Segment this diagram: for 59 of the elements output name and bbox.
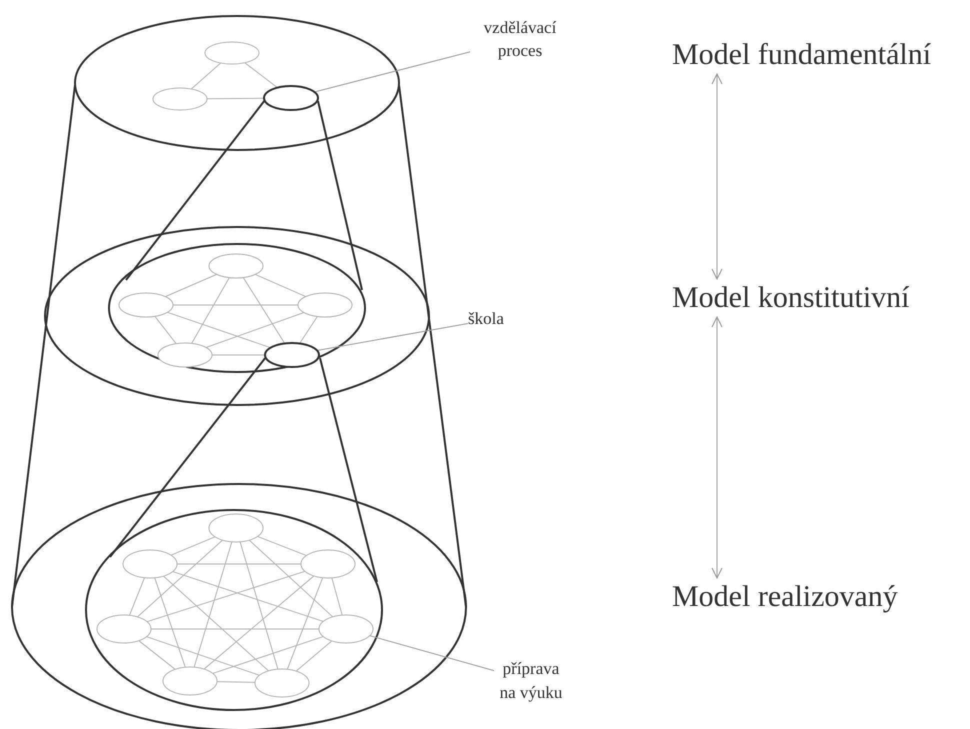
leader-line — [314, 51, 470, 92]
graph-node-ellipse — [162, 666, 218, 696]
graph-link — [242, 277, 286, 344]
graph-node-ellipse — [264, 342, 320, 368]
graph-link — [172, 304, 298, 306]
graph-link — [206, 312, 304, 348]
graph-link — [136, 540, 224, 618]
graph-link — [191, 277, 230, 344]
graph-link — [166, 312, 272, 348]
leader-line — [316, 322, 468, 352]
model-label: Model fundamentální — [672, 37, 932, 73]
graph-link — [212, 636, 324, 674]
graph-node-ellipse — [208, 254, 264, 278]
graph-link — [286, 577, 324, 670]
graph-link — [204, 575, 314, 670]
callout-label: vzdělávací proces — [482, 17, 558, 62]
graph-link — [128, 577, 146, 616]
graph-link — [164, 274, 218, 298]
graph-node-ellipse — [96, 614, 152, 644]
graph-link — [254, 274, 306, 298]
graph-node-ellipse — [263, 85, 319, 111]
graph-link — [331, 577, 343, 616]
graph-link — [154, 316, 177, 344]
graph-link — [216, 681, 256, 683]
graph-node-ellipse — [204, 42, 260, 64]
graph-node-ellipse — [152, 88, 208, 110]
graph-link — [212, 354, 266, 356]
graph-link — [296, 640, 332, 672]
graph-link — [194, 541, 232, 668]
graph-node-ellipse — [118, 292, 174, 318]
graph-link — [170, 536, 216, 556]
graph-node-ellipse — [158, 342, 212, 368]
graph-node-ellipse — [208, 514, 264, 542]
graph-link — [240, 541, 278, 670]
graph-link — [299, 316, 318, 344]
graph-link — [244, 62, 278, 88]
leader-line — [369, 635, 494, 672]
graph-node-ellipse — [122, 550, 178, 578]
double-arrow — [712, 74, 722, 280]
graph-link — [190, 62, 222, 90]
graph-link — [150, 628, 320, 630]
graph-node-ellipse — [298, 292, 352, 318]
double-arrow — [712, 316, 722, 578]
graph-node-ellipse — [318, 614, 374, 644]
callout-label: příprava na výuku — [498, 658, 564, 704]
model-label: Model realizovaný — [672, 579, 899, 615]
graph-link — [248, 540, 334, 618]
graph-link — [146, 636, 260, 676]
graph-link — [172, 571, 324, 622]
graph-link — [154, 577, 186, 668]
graph-node-ellipse — [300, 550, 356, 578]
callout-label: škola — [468, 308, 505, 330]
graph-link — [138, 640, 176, 670]
graph-link — [257, 536, 307, 556]
graph-link — [146, 570, 306, 622]
graph-node-ellipse — [254, 668, 310, 698]
model-label: Model konstitutivní — [672, 280, 911, 316]
graph-link — [206, 98, 264, 100]
graph-link — [162, 576, 270, 672]
